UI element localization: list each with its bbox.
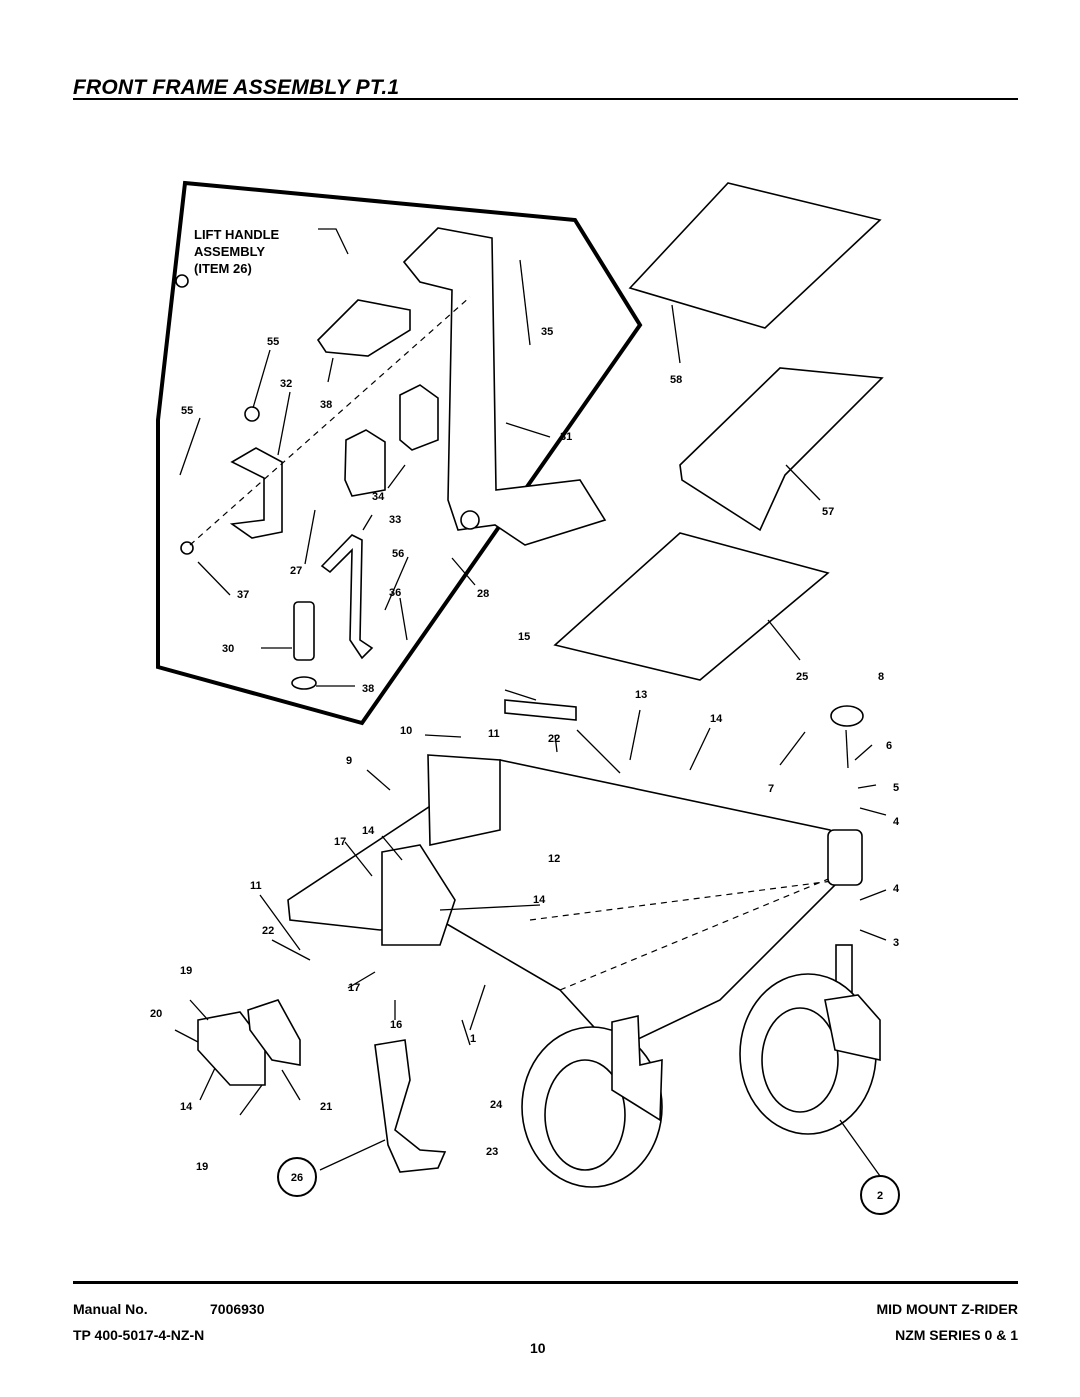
part-label: 22 (262, 925, 274, 937)
plate-58 (628, 182, 882, 329)
lift-handle-26 (374, 1039, 447, 1173)
assembly-line-a (189, 296, 471, 546)
part-label: 8 (878, 671, 884, 683)
part-label: 27 (290, 565, 302, 577)
part-label: 16 (390, 1019, 402, 1031)
caster-housing (827, 829, 863, 886)
lift-handle-part (402, 227, 607, 546)
bracket-33-b (344, 429, 386, 497)
part-label: 17 (334, 836, 346, 848)
part-label: 57 (822, 506, 834, 518)
callout-leader (318, 228, 349, 255)
part-label: 32 (280, 378, 292, 390)
part-label: 9 (346, 755, 352, 767)
part-label: 12 (548, 853, 560, 865)
part-label: 26 (291, 1172, 303, 1184)
caster-fork-left (611, 1015, 663, 1122)
rod-32 (320, 534, 374, 660)
part-label: 20 (150, 1008, 162, 1020)
tp-number: TP 400-5017-4-NZ-N (73, 1327, 205, 1343)
part-label: 1 (470, 1033, 476, 1045)
part-label: 4 (893, 883, 900, 895)
cap-8 (830, 705, 864, 727)
part-label: 56 (392, 548, 404, 560)
part-label: 19 (196, 1161, 208, 1173)
part-label: 24 (490, 1099, 503, 1111)
footer-rule (73, 1281, 1018, 1284)
part-label: 34 (372, 491, 385, 503)
leader-lines (174, 259, 887, 1177)
nut-55b (244, 406, 260, 422)
part-label: 14 (533, 894, 546, 906)
spring-30 (293, 601, 315, 661)
part-label: 38 (320, 399, 332, 411)
bracket-18 (197, 1011, 266, 1086)
part-label: 23 (486, 1146, 498, 1158)
assembly-line-b (529, 869, 851, 991)
bracket-33-a (399, 384, 439, 451)
series-name: NZM SERIES 0 & 1 (895, 1327, 1018, 1343)
part-label: 15 (518, 631, 530, 643)
pedal-pad-38 (316, 299, 411, 357)
part-label: 35 (541, 326, 553, 338)
part-label: 13 (635, 689, 647, 701)
part-label: 37 (237, 589, 249, 601)
spring-mount-31 (229, 447, 283, 539)
inset-border (156, 180, 643, 726)
part-label: 21 (320, 1101, 332, 1113)
nut-55 (175, 274, 189, 288)
manual-number: 7006930 (210, 1301, 265, 1317)
part-label: 11 (488, 728, 500, 740)
part-label: 31 (560, 431, 572, 443)
part-label: 30 (222, 643, 234, 655)
part-label: 55 (181, 405, 193, 417)
product-name: MID MOUNT Z-RIDER (876, 1301, 1018, 1317)
spring-15 (504, 699, 577, 721)
part-label: 14 (710, 713, 723, 725)
part-label: 10 (400, 725, 412, 737)
part-label: 3 (893, 937, 899, 949)
part-label: 14 (362, 825, 375, 837)
page-number: 10 (530, 1340, 546, 1356)
part-label: 58 (670, 374, 682, 386)
part-label: 28 (477, 588, 489, 600)
part-label: 25 (796, 671, 808, 683)
part-label: 2 (877, 1190, 883, 1202)
callout-line3: (ITEM 26) (194, 261, 252, 276)
caster-fork-right (824, 994, 881, 1061)
title-rule (73, 98, 1018, 100)
part-label: 11 (250, 880, 262, 892)
page-title: FRONT FRAME ASSEMBLY PT.1 (73, 76, 400, 99)
part-label: 22 (548, 733, 560, 745)
plate-25 (553, 532, 830, 681)
plate-57 (679, 367, 884, 532)
wheel-rear-hub (761, 1007, 839, 1113)
part-label: 5 (893, 782, 899, 794)
part-label: 4 (893, 816, 900, 828)
wheel-front-hub (544, 1059, 626, 1171)
part-label: 38 (362, 683, 374, 695)
exploded-parts-diagram: LIFT HANDLE ASSEMBLY (ITEM 26) 26 2 (150, 180, 900, 1215)
part-label: 55 (267, 336, 279, 348)
part-label: 6 (886, 740, 892, 752)
frame-plate-mid (381, 844, 456, 946)
part-label: 7 (768, 783, 774, 795)
ref-circle-26 (277, 1157, 317, 1197)
callout-line2: ASSEMBLY (194, 244, 265, 259)
frame-plate-left (427, 754, 501, 846)
manual-label: Manual No. (73, 1301, 148, 1317)
part-label: 33 (389, 514, 401, 526)
bracket-20 (247, 999, 301, 1066)
callout-line1: LIFT HANDLE (194, 227, 280, 242)
part-label: 19 (180, 965, 192, 977)
part-label: 17 (348, 982, 360, 994)
pivot-hole (460, 510, 480, 530)
part-label: 36 (389, 587, 401, 599)
part-label: 14 (180, 1101, 193, 1113)
washer-37 (291, 676, 317, 690)
